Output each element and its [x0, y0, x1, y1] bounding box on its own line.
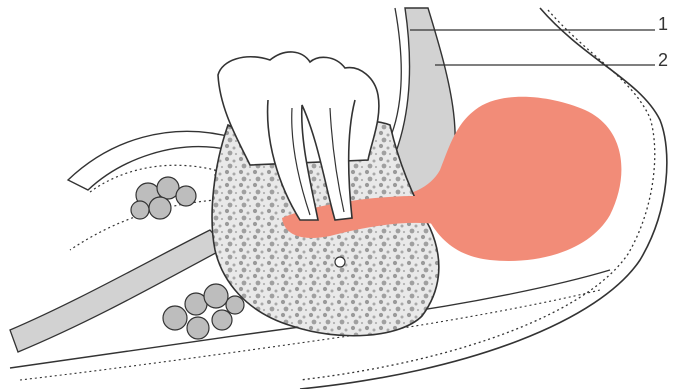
callout-label-2: 2 [658, 51, 668, 69]
bone-foramen [335, 257, 345, 267]
lymph-node-lower [163, 284, 244, 339]
mucosa-fold [68, 131, 235, 190]
lymph-node-upper [131, 177, 196, 219]
callout-label-1: 1 [658, 15, 668, 33]
